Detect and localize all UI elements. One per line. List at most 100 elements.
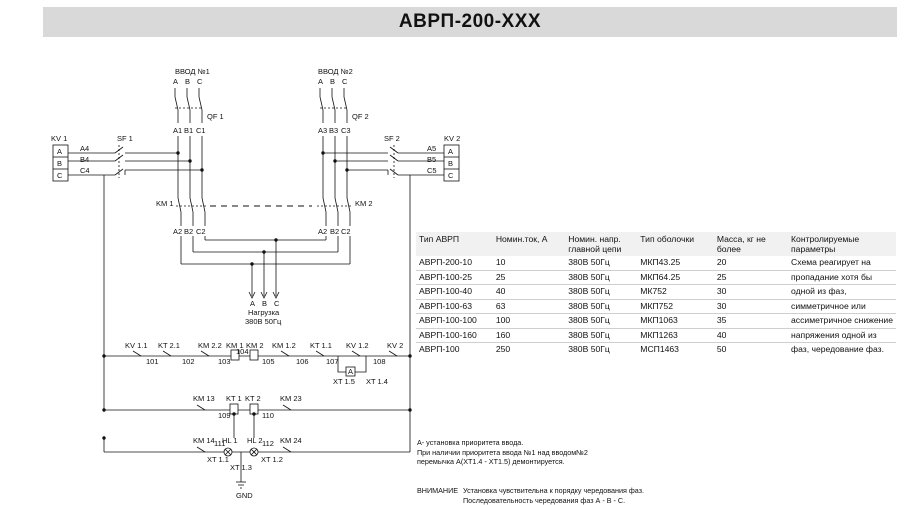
warning-text: Установка чувствительна к порядку чередо… xyxy=(463,486,644,505)
cell-type: АВРП-100-160 xyxy=(419,329,477,340)
cell-enclosure: МК752 xyxy=(640,286,667,296)
cell-current: 100 xyxy=(495,315,511,325)
km2-label: KM 2 xyxy=(355,199,373,208)
cell-voltage: 380В 50Гц xyxy=(568,315,610,325)
load-phase-c: С xyxy=(274,299,280,308)
phase-warning: ВНИМАНИЕ Установка чувствительна к поряд… xyxy=(417,486,644,505)
qf2-breaker xyxy=(319,88,348,123)
svg-text:B: B xyxy=(57,159,62,168)
cell-voltage: 380В 50Гц xyxy=(568,300,610,311)
cell-mass: 20 xyxy=(716,257,727,267)
cell-enclosure: МКП1063 xyxy=(640,315,678,325)
cell-type: АВРП-100-25 xyxy=(419,271,472,282)
term-c2-left: С2 xyxy=(196,227,206,236)
term-a1: А1 xyxy=(173,126,182,135)
ctrl-km23: KM 23 xyxy=(280,394,302,403)
ctrl-km1: KM 1 xyxy=(226,341,244,350)
table-row: АВРП-100 250 380В 50Гц МСП1463 50 фаз, ч… xyxy=(416,343,896,357)
term-xt1-5: XT 1.5 xyxy=(333,377,355,386)
ctrl-hl2: HL 2 xyxy=(247,436,263,445)
node-101: 101 xyxy=(146,357,159,366)
node-111: 111 xyxy=(214,439,225,448)
gnd-label: GND xyxy=(236,491,253,500)
priority-jumper-a: А xyxy=(348,367,353,376)
cell-type: АВРП-100-63 xyxy=(419,300,472,311)
ctrl-kt1: KT 1 xyxy=(226,394,242,403)
kv1-label: KV 1 xyxy=(51,134,67,143)
col-current: Номин.ток, А xyxy=(495,234,548,244)
note-line-1: А- установка приоритета ввода. xyxy=(417,438,524,447)
node-105: 105 xyxy=(262,357,275,366)
phase-c-1: С xyxy=(197,77,203,86)
node-102: 102 xyxy=(182,357,195,366)
cell-current: 40 xyxy=(495,286,506,296)
load-buses xyxy=(180,236,351,299)
phase-b-1: В xyxy=(185,77,190,86)
col-params: Контролируемые параметры xyxy=(791,234,860,254)
cell-current: 250 xyxy=(495,344,511,354)
svg-text:C: C xyxy=(57,171,63,180)
cell-mass: 35 xyxy=(716,315,727,325)
cell-current: 160 xyxy=(495,329,511,340)
term-c2-right: С2 xyxy=(341,227,351,236)
cell-current: 10 xyxy=(495,257,506,267)
ctrl-km13: KM 13 xyxy=(193,394,215,403)
phase-a-1: А xyxy=(173,77,178,86)
node-103: 103 xyxy=(218,357,231,366)
term-b3: В3 xyxy=(329,126,338,135)
cell-param: Схема реагирует на xyxy=(791,257,871,267)
node-106: 106 xyxy=(296,357,309,366)
title-bar: АВРП-200-ХХХ xyxy=(43,7,897,37)
page-title: АВРП-200-ХХХ xyxy=(398,11,542,32)
note-line-3: перемычка А(XT1.4 - XT1.5) демонтируется… xyxy=(417,457,565,467)
wire-a5: А5 xyxy=(427,144,436,153)
cell-param: пропадание хотя бы xyxy=(791,271,873,282)
ctrl-kv1-2: KV 1.2 xyxy=(346,341,369,350)
wire-a4: А4 xyxy=(80,144,89,153)
km1-label: KM 1 xyxy=(156,199,174,208)
warning-line-2: Последовательность чередования фаз А - В… xyxy=(463,495,626,505)
control-row-3 xyxy=(102,410,411,489)
ctrl-kv2: KV 2 xyxy=(387,341,403,350)
kv2-label: KV 2 xyxy=(444,134,460,143)
cell-mass: 25 xyxy=(716,271,727,282)
phase-c-2: С xyxy=(342,77,348,86)
km2-contacts xyxy=(317,197,352,226)
svg-text:C: C xyxy=(448,171,454,180)
ctrl-kt2: KT 2 xyxy=(245,394,261,403)
input1-label: ВВОД №1 xyxy=(175,67,210,76)
cell-voltage: 380В 50Гц xyxy=(568,344,610,354)
wire-b4: В4 xyxy=(80,155,89,164)
table-row: АВРП-100-63 63 380В 50Гц МКП752 30 симме… xyxy=(416,299,896,314)
ctrl-kv1-1: KV 1.1 xyxy=(125,341,148,350)
qf2-label: QF 2 xyxy=(352,112,369,121)
ctrl-km14: KM 14 xyxy=(193,436,215,445)
col-enclosure: Тип оболочки xyxy=(640,234,695,244)
phase-a-2: А xyxy=(318,77,323,86)
cell-mass: 30 xyxy=(716,286,727,296)
ctrl-km1-2: KM 1.2 xyxy=(272,341,296,350)
table-row: АВРП-200-10 10 380В 50Гц МКП43.25 20 Схе… xyxy=(416,256,896,270)
term-c1: С1 xyxy=(196,126,206,135)
ctrl-kt2-1: KT 2.1 xyxy=(158,341,180,350)
ctrl-km2-2: KM 2.2 xyxy=(198,341,222,350)
svg-text:A: A xyxy=(57,147,62,156)
table-header-row: Тип АВРП Номин.ток, А Номин. напр. главн… xyxy=(416,232,896,256)
load-label: Нагрузка xyxy=(248,308,280,317)
ctrl-kt1-1: KT 1.1 xyxy=(310,341,332,350)
cell-mass: 50 xyxy=(716,344,727,354)
cell-enclosure: МКП64.25 xyxy=(640,271,681,282)
cell-param: симметричное или xyxy=(791,300,866,311)
power-buses xyxy=(176,136,349,198)
warning-line-1: Установка чувствительна к порядку чередо… xyxy=(463,486,644,495)
cell-type: АВРП-100-40 xyxy=(419,286,472,296)
load-phase-b: В xyxy=(262,299,267,308)
sf2-breaker xyxy=(323,145,444,410)
cell-enclosure: МКП752 xyxy=(640,300,673,311)
table-row: АВРП-100-100 100 380В 50Гц МКП1063 35 ас… xyxy=(416,314,896,328)
cell-param: фаз, чередование фаз. xyxy=(791,344,884,354)
cell-mass: 40 xyxy=(716,329,727,340)
phase-b-2: В xyxy=(330,77,335,86)
node-104: 104 xyxy=(236,347,249,356)
